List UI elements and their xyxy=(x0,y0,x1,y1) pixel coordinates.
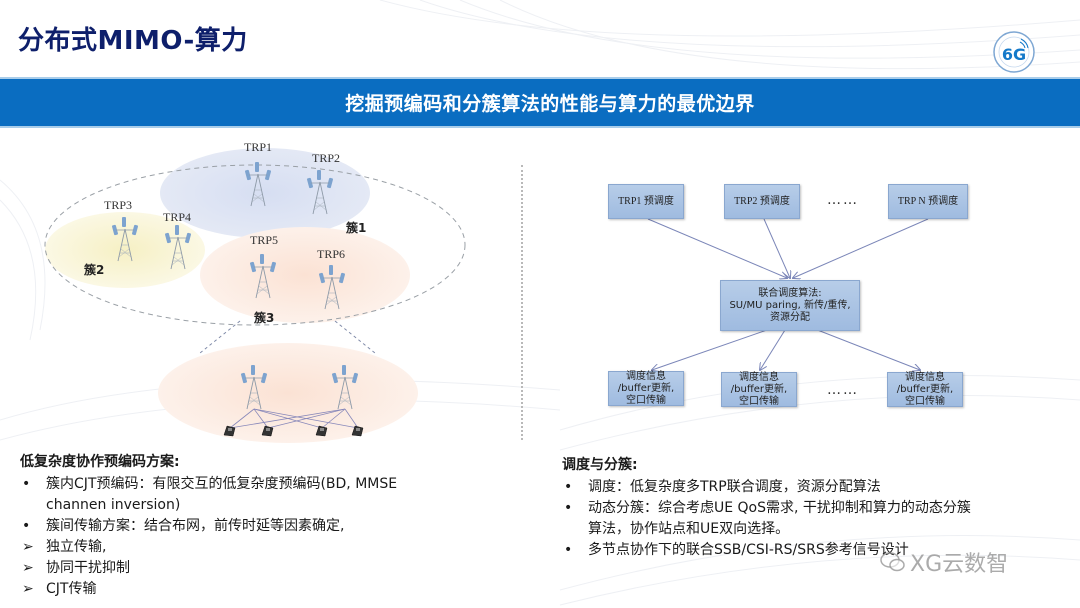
precoding-scheme-section: 低复杂度协作预编码方案: • 簇内CJT预编码：有限交互的低复杂度预编码(BD,… xyxy=(20,452,500,600)
schedule-info-line2: /buffer更新, xyxy=(617,382,675,394)
trp6-label: TRP6 xyxy=(317,247,346,261)
bottom-ellipsis: …… xyxy=(827,382,859,398)
list-item-text: CJT传输 xyxy=(46,581,97,597)
watermark-text: XG云数智 xyxy=(910,552,1009,577)
bullet-icon: • xyxy=(564,479,573,495)
list-item-text: 簇间传输方案：结合布网，前传时延等因素确定, xyxy=(46,518,345,534)
6g-logo-icon: 6G xyxy=(993,31,1035,73)
list-item: • 簇内CJT预编码：有限交互的低复杂度预编码(BD, MMSE xyxy=(20,474,500,495)
zoom-region xyxy=(158,343,418,443)
wechat-icon xyxy=(880,552,905,572)
scheduling-heading: 调度与分簇: xyxy=(562,457,638,473)
list-item-text: 簇内CJT预编码：有限交互的低复杂度预编码(BD, MMSE xyxy=(46,476,398,492)
list-item-text: 调度：低复杂度多TRP联合调度，资源分配算法 xyxy=(588,479,881,495)
list-item-continuation: channen inversion) xyxy=(46,497,181,513)
schedule-info-line3: 空口传输 xyxy=(626,394,666,406)
top-ellipsis: …… xyxy=(827,192,859,208)
list-item: • 动态分簇：综合考虑UE QoS需求, 干扰抑制和算力的动态分簇 xyxy=(562,498,1042,519)
trp2-label: TRP2 xyxy=(312,151,341,165)
list-item-text: 多节点协作下的联合SSB/CSI-RS/SRS参考信号设计 xyxy=(588,542,909,558)
schedule-info-box-2: 调度信息 /buffer更新, 空口传输 xyxy=(721,372,797,407)
scheduling-flowchart: TRP1 预调度 TRP2 预调度 …… TRP N 预调度 联合调度算法: S… xyxy=(590,170,990,420)
list-item-text: 独立传输, xyxy=(46,539,107,555)
bullet-icon: • xyxy=(564,542,573,558)
cluster-2-region xyxy=(45,212,205,288)
joint-scheduling-line1: 联合调度算法: xyxy=(758,287,822,299)
schedule-info-line2: /buffer更新, xyxy=(730,383,788,395)
watermark: XG云数智 xyxy=(880,546,1008,578)
banner: 挖掘预编码和分簇算法的性能与算力的最优边界 xyxy=(0,77,1080,128)
section-divider xyxy=(521,165,523,440)
list-item: • 簇间传输方案：结合布网，前传时延等因素确定, xyxy=(20,516,500,537)
cluster-3-region xyxy=(200,227,410,323)
bullet-icon: • xyxy=(22,476,31,492)
list-item: ➢ CJT传输 xyxy=(20,579,500,600)
svg-text:6G: 6G xyxy=(1002,45,1026,64)
list-item-continuation: 算法，协作站点和UE双向选择。 xyxy=(588,521,790,537)
schedule-info-line1: 调度信息 xyxy=(626,370,666,382)
list-item-text: 动态分簇：综合考虑UE QoS需求, 干扰抑制和算力的动态分簇 xyxy=(588,500,971,516)
trp3-label: TRP3 xyxy=(104,198,133,212)
bullet-icon: • xyxy=(22,518,31,534)
cluster-diagram-graphic xyxy=(44,148,466,443)
schedule-info-box-n: 调度信息 /buffer更新, 空口传输 xyxy=(887,372,963,407)
schedule-info-line2: /buffer更新, xyxy=(896,383,954,395)
trp1-prescheduling-box: TRP1 预调度 xyxy=(608,184,684,219)
list-item: • 调度：低复杂度多TRP联合调度，资源分配算法 xyxy=(562,477,1042,498)
list-item: ➢ 协同干扰抑制 xyxy=(20,558,500,579)
joint-scheduling-line2: SU/MU paring, 新传/重传, xyxy=(729,299,851,311)
joint-scheduling-line3: 资源分配 xyxy=(770,311,810,323)
cluster-3-label: 簇3 xyxy=(254,311,275,325)
trp1-label: TRP1 xyxy=(244,140,273,154)
arrow-bullet-icon: ➢ xyxy=(22,539,34,555)
cluster-diagram: TRP1 TRP2 TRP3 TRP4 TRP5 TRP6 簇1 簇2 簇3 xyxy=(30,135,490,445)
joint-scheduling-box: 联合调度算法: SU/MU paring, 新传/重传, 资源分配 xyxy=(720,280,860,331)
schedule-info-line3: 空口传输 xyxy=(739,395,779,407)
trp5-label: TRP5 xyxy=(250,233,279,247)
scheduling-clustering-section: 调度与分簇: • 调度：低复杂度多TRP联合调度，资源分配算法 • 动态分簇：综… xyxy=(562,455,1042,561)
cluster-2-label: 簇2 xyxy=(84,263,105,277)
schedule-info-line3: 空口传输 xyxy=(905,395,945,407)
list-item-text: 协同干扰抑制 xyxy=(46,560,130,576)
schedule-info-box-1: 调度信息 /buffer更新, 空口传输 xyxy=(608,371,684,406)
trp2-prescheduling-box: TRP2 预调度 xyxy=(724,184,800,219)
list-item: • 多节点协作下的联合SSB/CSI-RS/SRS参考信号设计 xyxy=(562,540,1042,561)
arrow-bullet-icon: ➢ xyxy=(22,581,34,597)
arrow-bullet-icon: ➢ xyxy=(22,560,34,576)
trpn-prescheduling-box: TRP N 预调度 xyxy=(888,184,968,219)
list-item: ➢ 独立传输, xyxy=(20,537,500,558)
trp4-label: TRP4 xyxy=(163,210,192,224)
schedule-info-line1: 调度信息 xyxy=(905,371,945,383)
precoding-heading: 低复杂度协作预编码方案: xyxy=(20,454,180,470)
schedule-info-line1: 调度信息 xyxy=(739,371,779,383)
slide-title: 分布式MIMO-算力 xyxy=(18,26,248,56)
banner-text: 挖掘预编码和分簇算法的性能与算力的最优边界 xyxy=(345,93,755,115)
cluster-1-label: 簇1 xyxy=(346,221,367,235)
bullet-icon: • xyxy=(564,500,573,516)
